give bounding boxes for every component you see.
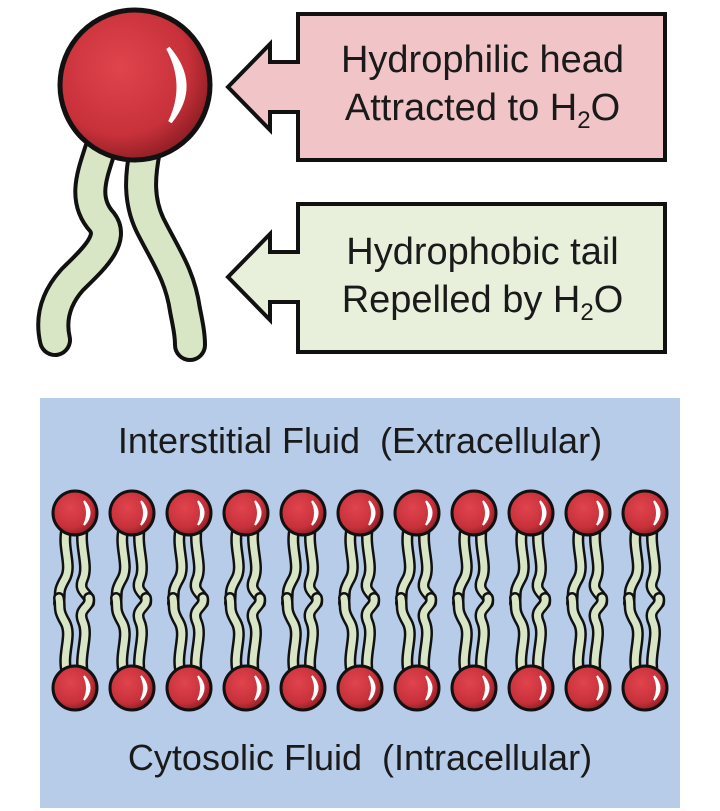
inner-leaflet-phospholipid <box>222 592 270 712</box>
single-phospholipid <box>36 7 213 362</box>
head-description: Attracted to H2O <box>344 87 621 134</box>
intracellular-label: Cytosolic Fluid (Intracellular) <box>127 737 593 778</box>
inner-leaflet-phospholipid <box>165 592 213 712</box>
head-title: Hydrophilic head <box>340 39 625 81</box>
tail-callout <box>225 202 667 354</box>
inner-leaflet-phospholipid <box>564 592 612 712</box>
single-lipid-tails <box>36 133 207 362</box>
single-lipid-head <box>57 7 213 163</box>
head-callout <box>225 12 667 162</box>
inner-leaflet-phospholipid <box>393 592 441 712</box>
tail-description: Repelled by H2O <box>341 279 624 326</box>
head-callout-text: Hydrophilic head Attracted to H2O <box>310 36 655 134</box>
tail-callout-text: Hydrophobic tail Repelled by H2O <box>310 228 655 326</box>
tail-title: Hydrophobic tail <box>346 231 619 273</box>
inner-leaflet-phospholipid <box>279 592 327 712</box>
inner-leaflet-phospholipid <box>621 592 669 712</box>
extracellular-label: Interstitial Fluid (Extracellular) <box>117 420 603 461</box>
inner-leaflet-phospholipid <box>336 592 384 712</box>
inner-leaflet-phospholipid <box>51 592 99 712</box>
inner-leaflet-phospholipid <box>450 592 498 712</box>
inner-leaflet <box>51 592 669 712</box>
inner-leaflet-phospholipid <box>108 592 156 712</box>
inner-leaflet-phospholipid <box>507 592 555 712</box>
